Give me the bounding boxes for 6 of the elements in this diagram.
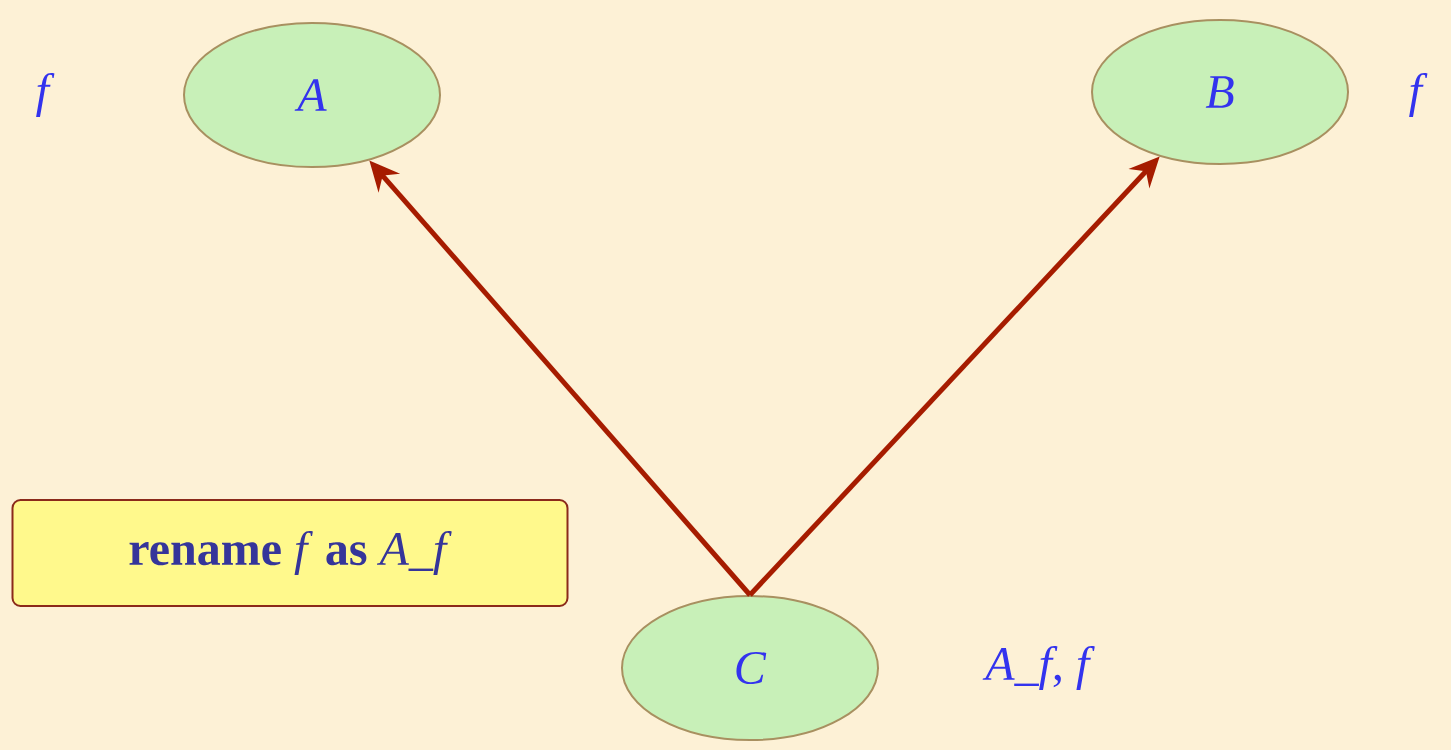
text-box: rename f as A_f (11, 499, 569, 607)
ellipse-node: A (183, 22, 441, 168)
ellipse-node: B (1091, 19, 1349, 165)
variable-label: f (1409, 73, 1428, 117)
ellipse-node: C (621, 595, 879, 741)
variable-label: f (36, 73, 55, 117)
